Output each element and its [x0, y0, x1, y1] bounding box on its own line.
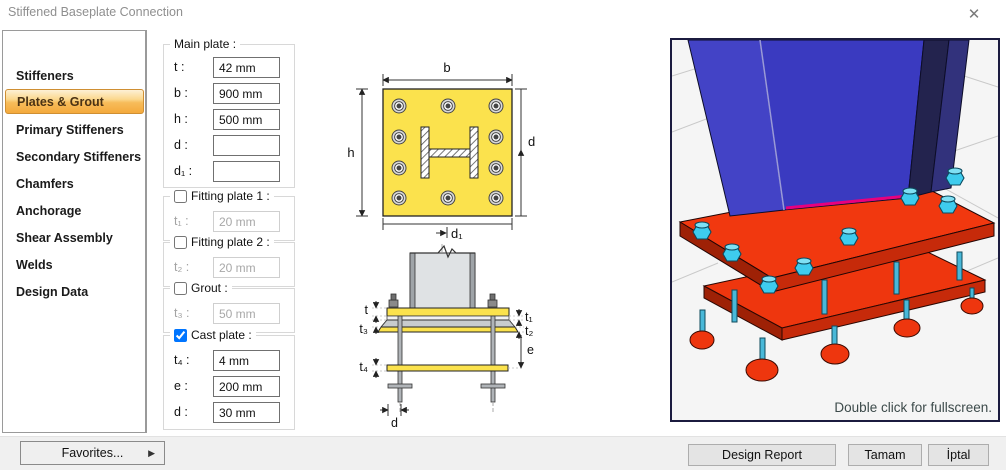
- field-label-t4: t₄ :: [174, 353, 190, 367]
- field-label-d1: d₁ :: [174, 164, 193, 178]
- cast-plate-checkbox[interactable]: [174, 328, 187, 342]
- grout-title: Grout :: [191, 281, 228, 295]
- close-icon[interactable]: ✕: [967, 6, 981, 23]
- favorites-arrow-icon: ▶: [148, 448, 155, 458]
- sidebar-item-primary-stiffeners[interactable]: Primary Stiffeners: [16, 122, 124, 137]
- 3d-render: Double click for fullscreen.: [671, 39, 999, 415]
- field-cast-d[interactable]: [213, 402, 280, 423]
- field-h[interactable]: [213, 109, 280, 130]
- dim-label-h: h: [347, 145, 354, 160]
- field-t1[interactable]: [213, 211, 280, 232]
- grout-checkbox[interactable]: [174, 281, 187, 295]
- fullscreen-hint: Double click for fullscreen.: [834, 400, 992, 415]
- ok-button[interactable]: Tamam: [848, 444, 922, 466]
- fitting-plate-1-title: Fitting plate 1 :: [191, 189, 270, 203]
- sidebar-item-shear-assembly[interactable]: Shear Assembly: [16, 230, 113, 245]
- window-title: Stiffened Baseplate Connection: [8, 5, 183, 19]
- sidebar-item-welds[interactable]: Welds: [16, 257, 53, 272]
- sidebar-item-plates-and-grout[interactable]: Plates & Grout: [5, 89, 144, 114]
- dim-label-t4: t₄: [359, 360, 368, 374]
- sidebar-item-design-data[interactable]: Design Data: [16, 284, 89, 299]
- field-t4[interactable]: [213, 350, 280, 371]
- main-plate-group-title: Main plate :: [170, 37, 241, 51]
- dim-label-t: t: [365, 303, 369, 317]
- field-b[interactable]: [213, 83, 280, 104]
- field-d[interactable]: [213, 135, 280, 156]
- field-label-d: d :: [174, 138, 188, 152]
- main-plate-group: Main plate : t : b : h : d : d₁ :: [163, 37, 295, 188]
- cast-plate-title: Cast plate :: [191, 328, 252, 342]
- field-label-cast-d: d :: [174, 405, 188, 419]
- design-report-button[interactable]: Design Report: [688, 444, 836, 466]
- field-d1[interactable]: [213, 161, 280, 182]
- bolt-pattern: [391, 98, 504, 206]
- cast-plate-group: Cast plate : t₄ : e : d :: [163, 328, 295, 430]
- sidebar-item-secondary-stiffeners[interactable]: Secondary Stiffeners: [16, 149, 142, 164]
- fitting-plate-2-title: Fitting plate 2 :: [191, 235, 270, 249]
- field-t2[interactable]: [213, 257, 280, 278]
- fitting-plate-1-checkbox[interactable]: [174, 189, 187, 203]
- favorites-label: Favorites...: [61, 446, 124, 460]
- weld-line: [785, 194, 909, 210]
- field-label-t1: t₁ :: [174, 214, 189, 228]
- field-label-t2: t₂ :: [174, 260, 190, 274]
- footer-bar: Favorites... ▶ Design Report Tamam İptal: [0, 436, 1006, 470]
- field-t3[interactable]: [213, 303, 280, 324]
- h-section: [420, 126, 479, 179]
- dim-label-b: b: [443, 60, 450, 75]
- top-view-diagram: b: [347, 60, 535, 241]
- side-view-diagram: t t₃ t₄ t₁ t₂ e d: [359, 244, 534, 430]
- dim-label-d1: d₁: [451, 226, 463, 241]
- dim-label-e: e: [527, 343, 534, 357]
- cast-plate-3d: [702, 241, 987, 341]
- field-label-t3: t₃ :: [174, 306, 190, 320]
- schematic-diagram: b: [347, 60, 535, 430]
- sidebar-item-stiffeners[interactable]: Stiffeners: [16, 68, 74, 83]
- field-e[interactable]: [213, 376, 280, 397]
- fitting-plate-2-group: Fitting plate 2 : t₂ :: [163, 235, 295, 287]
- dim-label-d: d: [528, 134, 535, 149]
- dim-label-t3: t₃: [359, 322, 368, 336]
- 3d-viewport[interactable]: Double click for fullscreen.: [670, 38, 1000, 422]
- dim-label-side-d: d: [391, 416, 398, 430]
- favorites-button[interactable]: Favorites... ▶: [20, 441, 165, 465]
- cancel-button[interactable]: İptal: [928, 444, 989, 466]
- anchor-rods: [731, 251, 963, 323]
- sidebar-item-chamfers[interactable]: Chamfers: [16, 176, 74, 191]
- field-label-b: b :: [174, 86, 188, 100]
- field-label-h: h :: [174, 112, 188, 126]
- field-t[interactable]: [213, 57, 280, 78]
- sidebar: Stiffeners Plates & Grout Primary Stiffe…: [2, 30, 147, 433]
- bolts-3d: [692, 167, 965, 294]
- anchor-washers: [689, 287, 984, 382]
- dim-label-t2: t₂: [525, 324, 533, 338]
- fitting-plate-2-checkbox[interactable]: [174, 235, 187, 249]
- field-label-e: e :: [174, 379, 188, 393]
- grout-group: Grout : t₃ :: [163, 281, 295, 333]
- field-label-t: t :: [174, 60, 185, 74]
- dim-label-t1: t₁: [525, 310, 533, 324]
- column-3d: [687, 39, 970, 217]
- sidebar-item-anchorage[interactable]: Anchorage: [16, 203, 82, 218]
- fitting-plate-1-group: Fitting plate 1 : t₁ :: [163, 189, 295, 241]
